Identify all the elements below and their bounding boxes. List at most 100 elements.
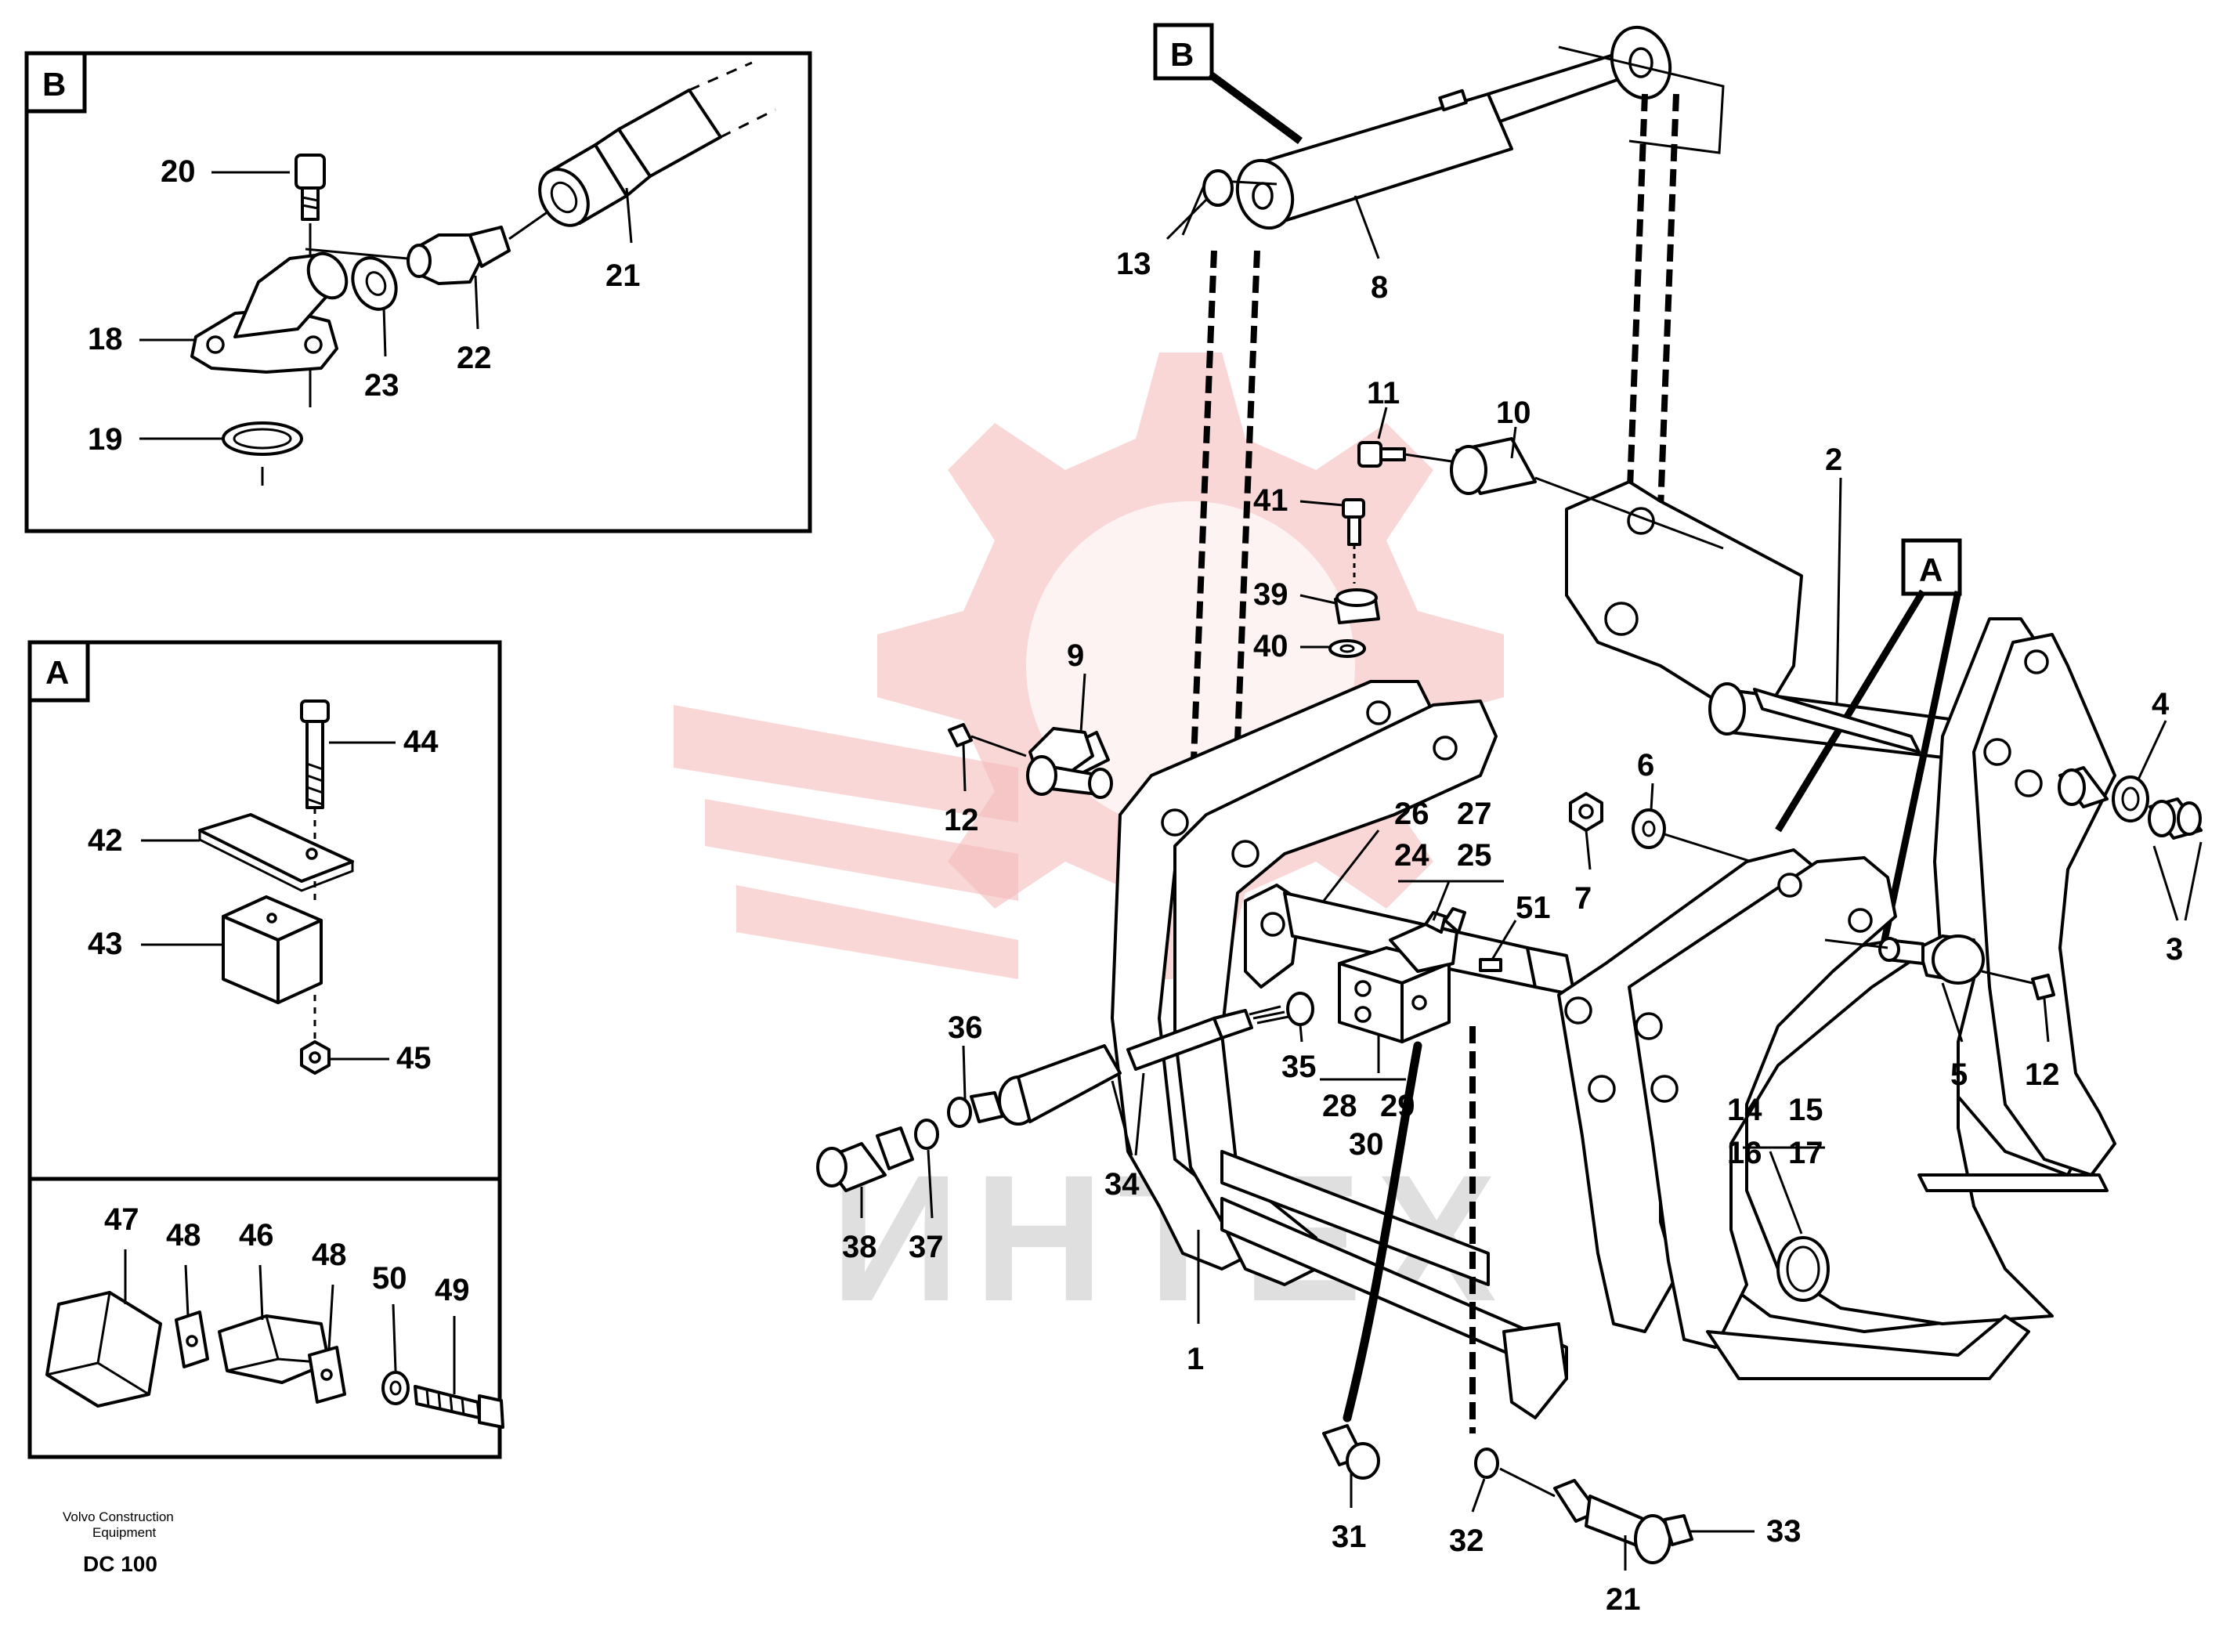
detail-box-b-frame xyxy=(24,51,812,533)
label-19: 19 xyxy=(88,422,123,457)
label-17: 17 xyxy=(1788,1136,1823,1170)
label-22: 22 xyxy=(457,341,492,375)
washer-6-icon xyxy=(1632,808,1666,849)
label-51: 51 xyxy=(1516,891,1551,925)
label-13: 13 xyxy=(1116,247,1151,281)
label-31: 31 xyxy=(1332,1520,1367,1554)
bolt-49-icon xyxy=(414,1385,504,1429)
leader-51 xyxy=(1491,920,1517,960)
leader-4 xyxy=(2137,720,2167,780)
detail-box-c-frame xyxy=(27,1177,502,1459)
footer-company-line2: Equipment xyxy=(92,1525,157,1540)
leader-48b xyxy=(327,1284,334,1350)
dashed-link-right-a xyxy=(1626,93,1648,510)
main-frame-1-icon xyxy=(1111,680,1568,1419)
washer-23-icon xyxy=(351,256,398,311)
switch-24-27-icon xyxy=(1389,907,1466,973)
bolt-41-icon xyxy=(1342,498,1365,584)
label-18: 18 xyxy=(88,322,123,356)
label-48a: 48 xyxy=(166,1218,201,1253)
washer-37-icon xyxy=(914,1119,939,1150)
detail-box-c: 47 48 46 48 50 49 xyxy=(27,1177,504,1459)
label-42: 42 xyxy=(88,823,123,858)
label-33: 33 xyxy=(1766,1514,1802,1549)
leader-41 xyxy=(1299,500,1344,507)
label-30: 30 xyxy=(1349,1127,1384,1162)
label-27: 27 xyxy=(1457,797,1492,831)
bushing-10-icon xyxy=(1450,437,1724,550)
label-25: 25 xyxy=(1457,838,1492,873)
label-16: 16 xyxy=(1727,1136,1762,1170)
plate-42-icon xyxy=(198,813,354,883)
label-9: 9 xyxy=(1067,638,1084,673)
block-43-icon xyxy=(222,895,323,1004)
label-40: 40 xyxy=(1253,629,1288,663)
label-2: 2 xyxy=(1825,443,1842,477)
label-39: 39 xyxy=(1253,577,1288,612)
leader-2 xyxy=(1835,477,1842,706)
callout-a-tag: A xyxy=(1919,551,1943,588)
leader-5 xyxy=(1941,982,1964,1043)
callout-a-pointer xyxy=(1775,589,1926,833)
label-35: 35 xyxy=(1281,1050,1317,1084)
o-ring-35-icon xyxy=(1286,992,1314,1026)
callout-b-pointer xyxy=(1208,70,1303,145)
pin-9-icon xyxy=(1026,727,1113,799)
leader-24-25 xyxy=(1432,880,1451,921)
label-38: 38 xyxy=(842,1230,877,1264)
label-14: 14 xyxy=(1727,1093,1762,1127)
bushing-3-icon xyxy=(2148,797,2203,840)
grease-nipple-12a-icon xyxy=(948,723,1027,757)
detail-box-b: B 20 18 19 23 xyxy=(24,51,812,533)
label-41: 41 xyxy=(1253,483,1288,518)
leader-48a xyxy=(184,1264,190,1317)
leader-12a xyxy=(962,743,967,792)
label-10: 10 xyxy=(1496,396,1531,430)
label-48b: 48 xyxy=(312,1238,347,1272)
callout-b-frame xyxy=(1153,23,1214,81)
leader-37 xyxy=(927,1149,934,1219)
leader-22 xyxy=(474,275,479,330)
label-5: 5 xyxy=(1950,1057,1968,1092)
footer-code: DC 100 xyxy=(83,1552,157,1576)
washer-13-icon xyxy=(1202,169,1234,207)
hose-end-21-icon xyxy=(1499,1467,1671,1564)
leader-12b xyxy=(2043,998,2050,1043)
leader-34b xyxy=(1134,1072,1145,1156)
hose-end-21-icon xyxy=(508,89,722,240)
detail-box-a: A 44 42 43 45 xyxy=(27,640,502,1181)
leader-50 xyxy=(392,1303,397,1372)
hose-fitting-34-icon xyxy=(998,1005,1289,1126)
label-21-box: 21 xyxy=(605,258,641,293)
grease-nipple-12b-icon xyxy=(1981,970,2055,1000)
label-21: 21 xyxy=(1606,1582,1641,1617)
callout-b-tag: B xyxy=(1170,36,1194,73)
clip-33-icon xyxy=(1663,1514,1693,1546)
footer-company-line1: Volvo Construction xyxy=(63,1509,174,1524)
label-46: 46 xyxy=(239,1218,274,1253)
label-47: 47 xyxy=(104,1202,139,1237)
block-47-icon xyxy=(45,1291,162,1408)
hose-continuation-dash xyxy=(688,61,753,92)
fitting-36-icon xyxy=(947,1091,1004,1128)
label-49: 49 xyxy=(435,1273,470,1307)
label-12a: 12 xyxy=(944,803,979,837)
label-8: 8 xyxy=(1371,270,1388,305)
leader-46 xyxy=(258,1264,264,1321)
leader-9 xyxy=(1079,673,1086,733)
detail-box-b-tag-frame xyxy=(24,51,87,114)
leader-26-27 xyxy=(1322,830,1380,902)
sensor-51-icon xyxy=(1479,958,1502,972)
label-20: 20 xyxy=(161,154,196,189)
label-7: 7 xyxy=(1574,881,1592,916)
flange-18-icon xyxy=(190,251,349,374)
label-45: 45 xyxy=(396,1041,432,1075)
label-32: 32 xyxy=(1449,1524,1484,1558)
label-44: 44 xyxy=(403,725,439,759)
leader-35 xyxy=(1299,1024,1303,1043)
leader-23 xyxy=(382,306,387,357)
hose-left xyxy=(1343,1041,1422,1422)
leader-3b xyxy=(2184,841,2203,921)
dashed-link-left-a xyxy=(1187,250,1217,839)
